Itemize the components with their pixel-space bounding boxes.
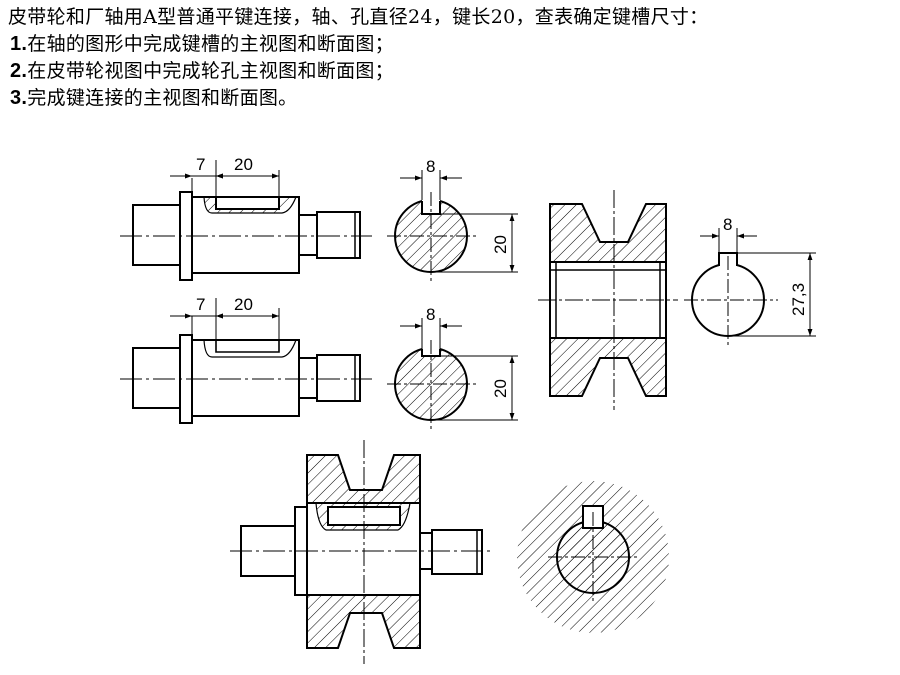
shaft2-breakout-line <box>203 339 297 358</box>
task-1-text: 在轴的图形中完成键槽的主视图和断面图； <box>27 33 394 55</box>
task-2-text: 在皮带轮视图中完成轮孔主视图和断面图； <box>27 60 394 82</box>
pulley-section-view <box>538 190 678 410</box>
shaft1-dim-offset: 7 <box>196 155 205 174</box>
task-1-number: 1. <box>10 33 28 55</box>
shaft-section-1 <box>387 192 478 282</box>
shaft2-dim-key-length: 20 <box>234 295 253 314</box>
task-1: 1.在轴的图形中完成键槽的主视图和断面图； <box>8 31 892 58</box>
shaft-section1-dim-width: 8 <box>426 157 435 176</box>
hub-bore-dim-depth: 27,3 <box>789 283 808 316</box>
shaft1-breakout-line <box>203 196 297 214</box>
shaft1-neck <box>298 214 318 256</box>
shaft-section2-dimensions <box>400 318 518 421</box>
problem-intro: 皮带轮和厂轴用A型普通平键连接，轴、孔直径24，键长20，查表确定键槽尺寸： <box>8 6 709 28</box>
task-3: 3.完成键连接的主视图和断面图。 <box>8 85 892 112</box>
shaft-section-2 <box>387 340 478 430</box>
shaft2-keyway-outline <box>215 340 280 353</box>
shaft2-left-step <box>132 347 182 409</box>
shaft-section2-dim-width: 8 <box>426 305 435 324</box>
hub-bore-dimensions <box>700 228 816 337</box>
shaft-section1-dimensions <box>400 170 518 273</box>
shaft2-dim-offset: 7 <box>196 295 205 314</box>
shaft1-keyway <box>215 196 280 210</box>
assembly-main-view <box>230 440 494 664</box>
task-2: 2.在皮带轮视图中完成轮孔主视图和断面图； <box>8 58 892 85</box>
shaft2-dimensions <box>170 298 280 345</box>
shaft2-neck <box>298 357 318 399</box>
assembly-section <box>517 481 669 633</box>
task-3-number: 3. <box>10 87 28 109</box>
shaft1-dim-key-length: 20 <box>234 155 253 174</box>
hub-bore-dim-width: 8 <box>723 215 732 234</box>
shaft2-right-step <box>316 354 361 402</box>
problem-statement: 皮带轮和厂轴用A型普通平键连接，轴、孔直径24，键长20，查表确定键槽尺寸： 1… <box>8 4 892 112</box>
shaft-main-view-2 <box>132 334 361 424</box>
hub-bore-view <box>684 252 778 345</box>
shaft1-right-step <box>316 211 361 259</box>
shaft-main-view-1 <box>132 191 361 281</box>
shaft1-dimensions <box>170 160 280 205</box>
shaft-section1-dim-depth: 20 <box>491 235 510 254</box>
shaft1-left-step <box>132 204 182 266</box>
shaft-section2-dim-depth: 20 <box>491 379 510 398</box>
task-3-text: 完成键连接的主视图和断面图。 <box>27 87 298 109</box>
task-2-number: 2. <box>10 60 28 82</box>
